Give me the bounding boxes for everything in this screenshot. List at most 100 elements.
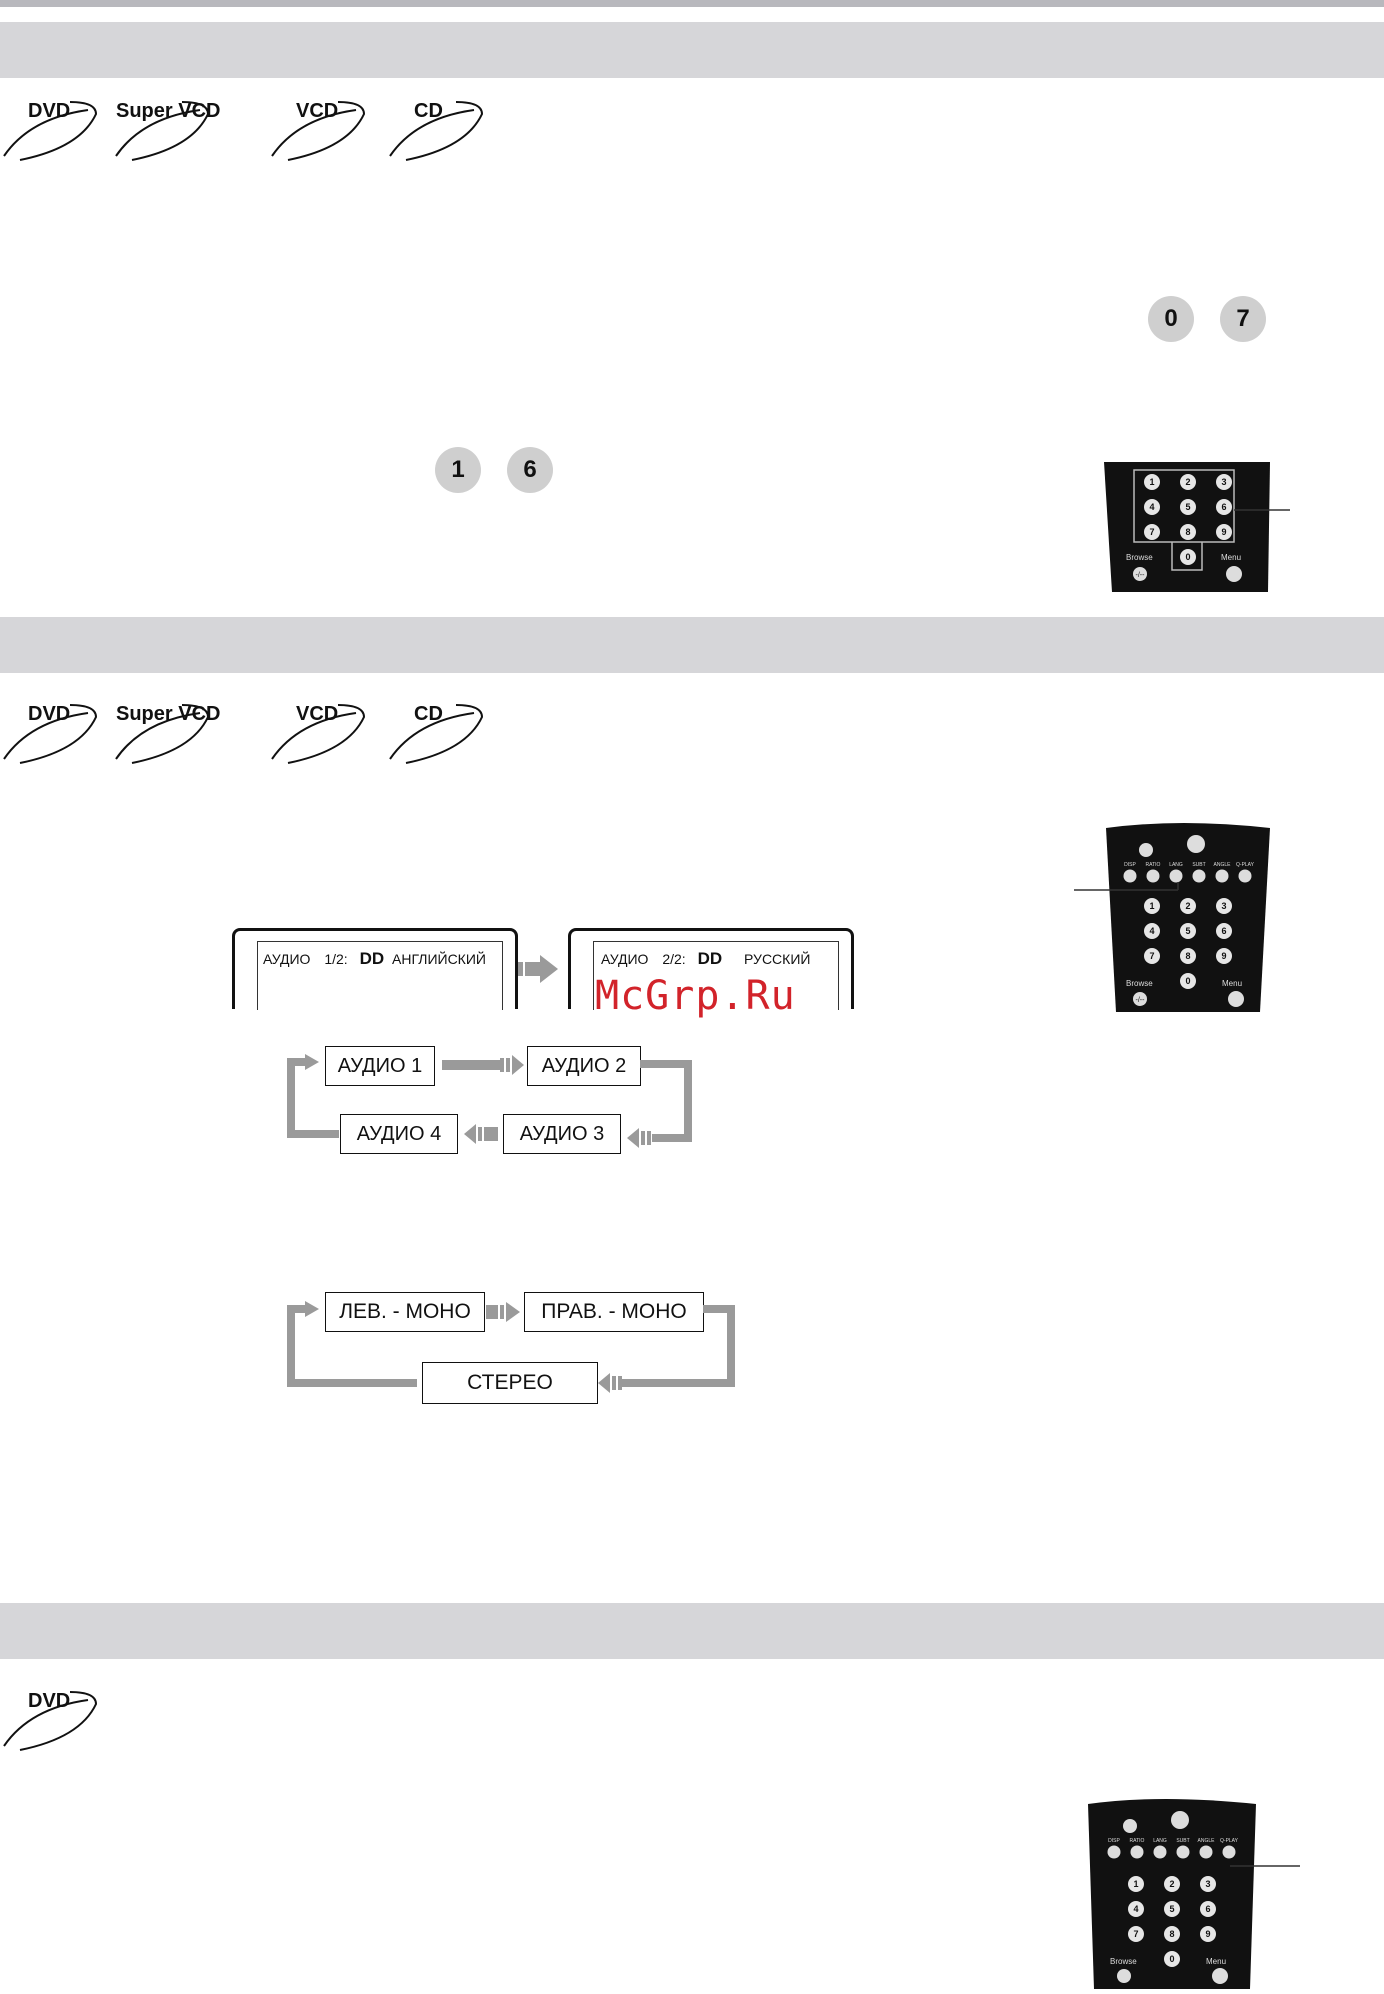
number-button-1: 1	[435, 447, 481, 493]
cycle2-bottom-left-bar	[287, 1379, 417, 1387]
remote-top-label: Q-PLAY	[1220, 1838, 1239, 1844]
audio-4-box: АУДИО 4	[340, 1114, 458, 1154]
disc-label: DVD	[28, 703, 71, 725]
remote-digit-label: 8	[1185, 527, 1190, 537]
remote-top-label: DISP	[1108, 1838, 1120, 1844]
remote-digit-key	[1164, 1876, 1180, 1892]
remote-digit-label: 6	[1205, 1904, 1210, 1914]
remote-function-key	[1222, 1845, 1236, 1859]
remote-digit-label: 0	[1185, 976, 1190, 986]
remote-digit-key	[1144, 948, 1160, 964]
disc-logo-super-vcd: Super VCD	[112, 703, 222, 773]
remote-digit-label: 5	[1185, 502, 1190, 512]
section-header-band-3	[0, 1603, 1384, 1659]
disc-label: DVD	[28, 100, 71, 122]
power-icon	[1187, 835, 1205, 853]
remote-digit-key	[1180, 549, 1196, 565]
cycle-top-right-bar	[640, 1060, 692, 1068]
remote-digit-key	[1200, 1876, 1216, 1892]
remote-function-key	[1199, 1845, 1213, 1859]
disc-label: CD	[414, 703, 443, 725]
disc-logo-vcd: VCD	[268, 703, 378, 773]
remote-digit-key	[1144, 499, 1160, 515]
disc-label: CD	[414, 100, 443, 122]
remote-top-label: SUBT	[1192, 862, 1205, 868]
remote-digit-label: 3	[1221, 901, 1226, 911]
remote-digit-key	[1216, 948, 1232, 964]
remote-top-label: LANG	[1169, 862, 1183, 868]
remote-digit-key	[1164, 1951, 1180, 1967]
remote-digit-label: 9	[1221, 527, 1226, 537]
cycle2-left-bar	[287, 1305, 295, 1387]
disc-logo-cd: CD	[386, 703, 496, 773]
remote-digit-label: 4	[1149, 926, 1154, 936]
arrow-right-icon	[518, 955, 558, 983]
eject-icon	[1123, 1819, 1137, 1833]
remote-digit-key	[1216, 898, 1232, 914]
cycle2-right-bar	[727, 1305, 735, 1387]
remote-top-label: Q-PLAY	[1236, 862, 1255, 868]
disc-logo-vcd: VCD	[268, 100, 378, 170]
menu-label: Menu	[1206, 1957, 1226, 1966]
arrow-right-icon	[500, 1055, 524, 1075]
disc-label: Super VCD	[116, 100, 221, 122]
remote-digit-key	[1128, 1876, 1144, 1892]
remote-function-key	[1176, 1845, 1190, 1859]
remote-function-key	[1215, 869, 1229, 883]
remote-digit-key	[1164, 1926, 1180, 1942]
disc-label: VCD	[296, 703, 339, 725]
remote-digit-label: 4	[1149, 502, 1154, 512]
remote-top-label: RATIO	[1146, 862, 1161, 868]
section-header-band-2	[0, 617, 1384, 673]
watermark: McGrp.Ru	[595, 973, 796, 1019]
section-header-band-1	[0, 22, 1384, 78]
remote-digit-key	[1180, 973, 1196, 989]
remote-digit-label: 4	[1133, 1904, 1138, 1914]
arrow-right-icon	[305, 1301, 319, 1317]
disc-label: DVD	[28, 1690, 71, 1712]
remote-digit-label: 7	[1149, 951, 1154, 961]
remote-digit-key	[1200, 1926, 1216, 1942]
disc-logo-dvd: DVD	[0, 1690, 110, 1760]
remote-digit-label: 0	[1169, 1954, 1174, 1964]
right-mono-box: ПРАВ. - МОНО	[524, 1292, 704, 1332]
audio-2-box: АУДИО 2	[527, 1046, 641, 1086]
remote-function-key	[1107, 1845, 1121, 1859]
remote-digit-key	[1144, 898, 1160, 914]
remote-function-key	[1169, 869, 1183, 883]
audio-3-box: АУДИО 3	[503, 1114, 621, 1154]
stereo-box: СТЕРЕО	[422, 1362, 598, 1404]
remote-digit-key	[1180, 898, 1196, 914]
cycle2-top-left-bar	[287, 1305, 305, 1313]
remote-top-label: LANG	[1153, 1838, 1167, 1844]
remote-digit-label: 5	[1185, 926, 1190, 936]
remote-function-key	[1192, 869, 1206, 883]
remote-digit-key	[1164, 1901, 1180, 1917]
cycle2-bottom-right-bar	[622, 1379, 735, 1387]
cycle-bottom-left-bar	[287, 1130, 339, 1138]
osd-language: АНГЛИЙСКИЙ	[392, 951, 486, 967]
remote-top-label: ANGLE	[1214, 862, 1232, 868]
remote-top-label: ANGLE	[1198, 1838, 1216, 1844]
remote-digit-label: 3	[1221, 477, 1226, 487]
remote-function-key	[1130, 1845, 1144, 1859]
remote-digit-key	[1144, 474, 1160, 490]
remote-digit-key	[1180, 474, 1196, 490]
remote-digit-key	[1180, 499, 1196, 515]
arrow-right-icon	[305, 1054, 319, 1070]
connector-bar	[442, 1060, 502, 1070]
remote-digit-label: 2	[1185, 901, 1190, 911]
remote-digit-key	[1216, 499, 1232, 515]
remote-digit-key	[1128, 1901, 1144, 1917]
osd-screen-audio-2: АУДИО 2/2: DD РУССКИЙ McGrp.Ru	[568, 928, 854, 1019]
toggle-label: -/--	[1136, 997, 1146, 1004]
remote-digit-label: 2	[1169, 1879, 1174, 1889]
remote-digit-label: 2	[1185, 477, 1190, 487]
remote-digit-label: 1	[1149, 477, 1154, 487]
remote-function-key	[1238, 869, 1252, 883]
arrow-left-icon	[598, 1373, 622, 1393]
disc-label: VCD	[296, 100, 339, 122]
remote-digit-key	[1180, 524, 1196, 540]
remote-function-key	[1146, 869, 1160, 883]
remote-digit-label: 7	[1133, 1929, 1138, 1939]
